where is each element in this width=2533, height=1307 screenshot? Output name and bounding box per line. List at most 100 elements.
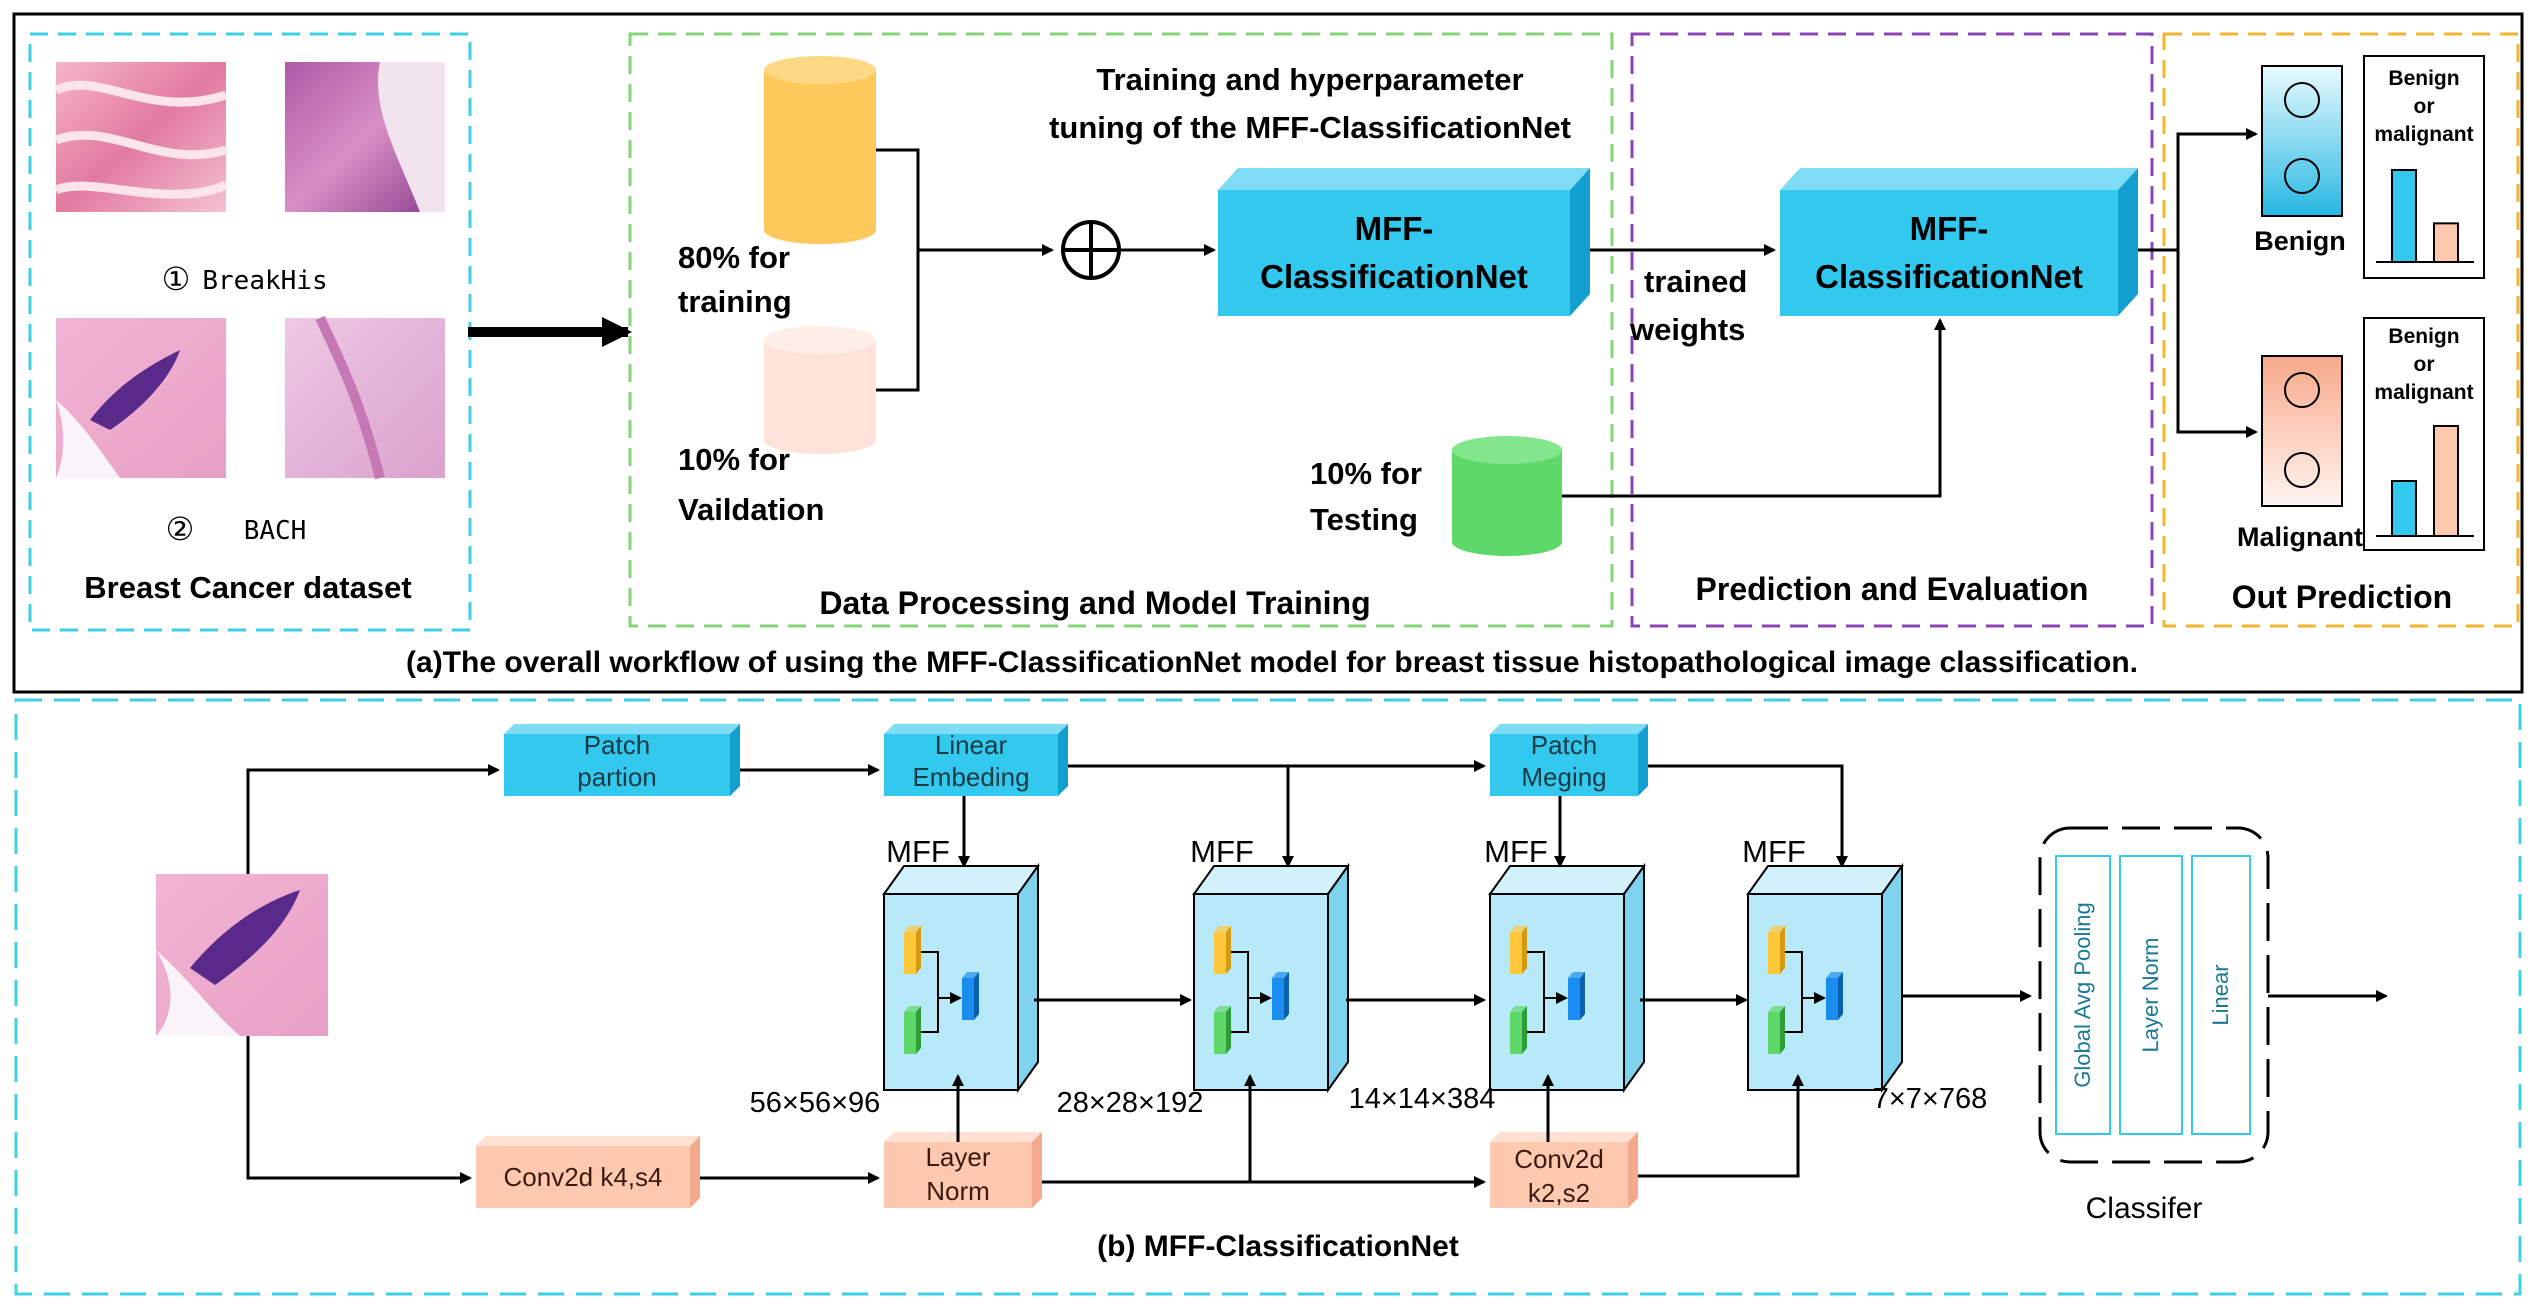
malignant-box-title-2: or	[2414, 353, 2435, 376]
model-box-eval	[1780, 168, 2138, 316]
malignant-bar-1	[2391, 480, 2417, 537]
benign-box-title-3: malignant	[2374, 123, 2473, 146]
benign-box-title-1: Benign	[2388, 67, 2459, 90]
mff-block-1	[882, 862, 1040, 1094]
model-name-1b: ClassificationNet	[1260, 258, 1528, 295]
mff-label-4: MFF	[1742, 834, 1806, 869]
mff-label-3: MFF	[1484, 834, 1548, 869]
malignant-box-title-3: malignant	[2374, 381, 2473, 404]
patch-partion-label-1: Patch	[584, 730, 651, 760]
conv-k4s4-label: Conv2d k4,s4	[504, 1162, 663, 1192]
mff-blocks	[882, 862, 1904, 1094]
test-10-label: 10% for	[1310, 456, 1422, 491]
model-name-1a: MFF-	[1355, 210, 1434, 247]
training-section-title: Data Processing and Model Training	[819, 585, 1370, 621]
cls-linear-label: Linear	[2208, 964, 2233, 1025]
panel-b-caption: (b) MFF-ClassificationNet	[1097, 1230, 1459, 1263]
dim-label-1: 56×56×96	[750, 1087, 881, 1119]
breakhis-label: BreakHis	[202, 266, 327, 296]
patch-meging-label-1: Patch	[1531, 730, 1598, 760]
weights-label: weights	[1629, 312, 1745, 347]
bach-image-1	[56, 318, 226, 478]
mff-block-3	[1488, 862, 1646, 1094]
layer-norm-block	[884, 1132, 1042, 1208]
val-10-label: 10% for	[678, 442, 790, 477]
concat-icon	[1061, 220, 1121, 280]
conv-k2s2-label-1: Conv2d	[1514, 1144, 1604, 1174]
benign-bar-2	[2433, 222, 2459, 263]
malignant-bar-2	[2433, 425, 2459, 537]
model-box-training	[1218, 168, 1590, 316]
mff-block-4	[1746, 862, 1904, 1094]
mff-label-2: MFF	[1190, 834, 1254, 869]
patch-partion-block	[504, 724, 740, 796]
classifier-frame	[2038, 826, 2270, 1164]
training-section	[628, 32, 1614, 628]
patch-meging-block	[1490, 724, 1648, 796]
cls-linear-box	[2191, 855, 2251, 1135]
train-80-label-2: training	[678, 284, 792, 319]
malignant-label: Malignant	[2237, 522, 2363, 552]
conv-k2s2-block	[1490, 1132, 1638, 1208]
validation-data-cylinder	[764, 326, 876, 454]
conv-k4s4-block	[476, 1136, 700, 1208]
output-split-line	[2138, 128, 2258, 252]
mff-block-2	[1192, 862, 1350, 1094]
testing-connector	[1562, 318, 1946, 498]
cls-gap-box	[2055, 855, 2111, 1135]
breakhis-number: ①	[162, 261, 191, 297]
out-section	[2162, 32, 2520, 628]
train-80-label: 80% for	[678, 240, 790, 275]
benign-label: Benign	[2254, 226, 2346, 256]
classifier-label: Classifer	[2086, 1192, 2203, 1225]
cls-gap-label: Global Avg Pooling	[2070, 902, 2095, 1088]
input-to-conv-line	[246, 1036, 472, 1184]
breakhis-image-1	[54, 62, 228, 212]
dim-label-3: 14×14×384	[1349, 1083, 1496, 1115]
cls-layernorm-box	[2119, 855, 2183, 1135]
linear-embeding-label-2: Embeding	[912, 762, 1029, 792]
dim-label-4: 7×7×768	[1873, 1083, 1988, 1115]
input-to-patch-line	[246, 764, 500, 874]
test-10-label-2: Testing	[1310, 502, 1418, 537]
dataset-title: Breast Cancer dataset	[84, 570, 411, 605]
bach-label: BACH	[244, 516, 307, 546]
eval-section	[1630, 32, 2154, 628]
layer-norm-label-1: Layer	[925, 1142, 990, 1172]
meging-to-mff4-line	[1648, 764, 1848, 868]
benign-box-title-2: or	[2414, 95, 2435, 118]
testing-data-cylinder	[1452, 436, 1562, 556]
panel-a-caption: (a)The overall workflow of using the MFF…	[406, 646, 2138, 679]
malignant-prob-box	[2363, 317, 2485, 551]
benign-output-node	[2261, 65, 2343, 217]
cls-layernorm-label: Layer Norm	[2138, 938, 2163, 1053]
bach-number: ②	[166, 511, 195, 547]
panel-b-frame	[14, 698, 2522, 1296]
train-connector	[876, 148, 920, 250]
bach-image-2	[285, 315, 445, 480]
breakhis-image-2	[285, 62, 445, 212]
tuning-title-2: tuning of the MFF-ClassificationNet	[1049, 110, 1571, 145]
training-data-cylinder	[764, 56, 876, 244]
benign-bar-1	[2391, 169, 2417, 263]
conv-k2s2-label-2: k2,s2	[1528, 1178, 1590, 1208]
model-name-2b: ClassificationNet	[1815, 258, 2083, 295]
model-name-2a: MFF-	[1910, 210, 1989, 247]
benign-prob-box	[2363, 55, 2485, 279]
input-image	[156, 874, 328, 1036]
val-10-label-2: Vaildation	[678, 492, 824, 527]
malignant-output-node	[2261, 355, 2343, 507]
linear-embeding-label-1: Linear	[935, 730, 1008, 760]
patch-meging-label-2: Meging	[1521, 762, 1606, 792]
trained-label: trained	[1644, 264, 1747, 299]
val-connector	[876, 244, 1054, 392]
tuning-title-1: Training and hyperparameter	[1096, 62, 1523, 97]
dim-label-2: 28×28×192	[1057, 1087, 1204, 1119]
mff-label-1: MFF	[886, 834, 950, 869]
eval-section-title: Prediction and Evaluation	[1696, 571, 2089, 607]
malignant-box-title-1: Benign	[2388, 325, 2459, 348]
conv2-to-mff4-line	[1638, 1074, 1804, 1178]
out-section-title: Out Prediction	[2232, 579, 2452, 615]
layer-norm-label-2: Norm	[926, 1176, 990, 1206]
